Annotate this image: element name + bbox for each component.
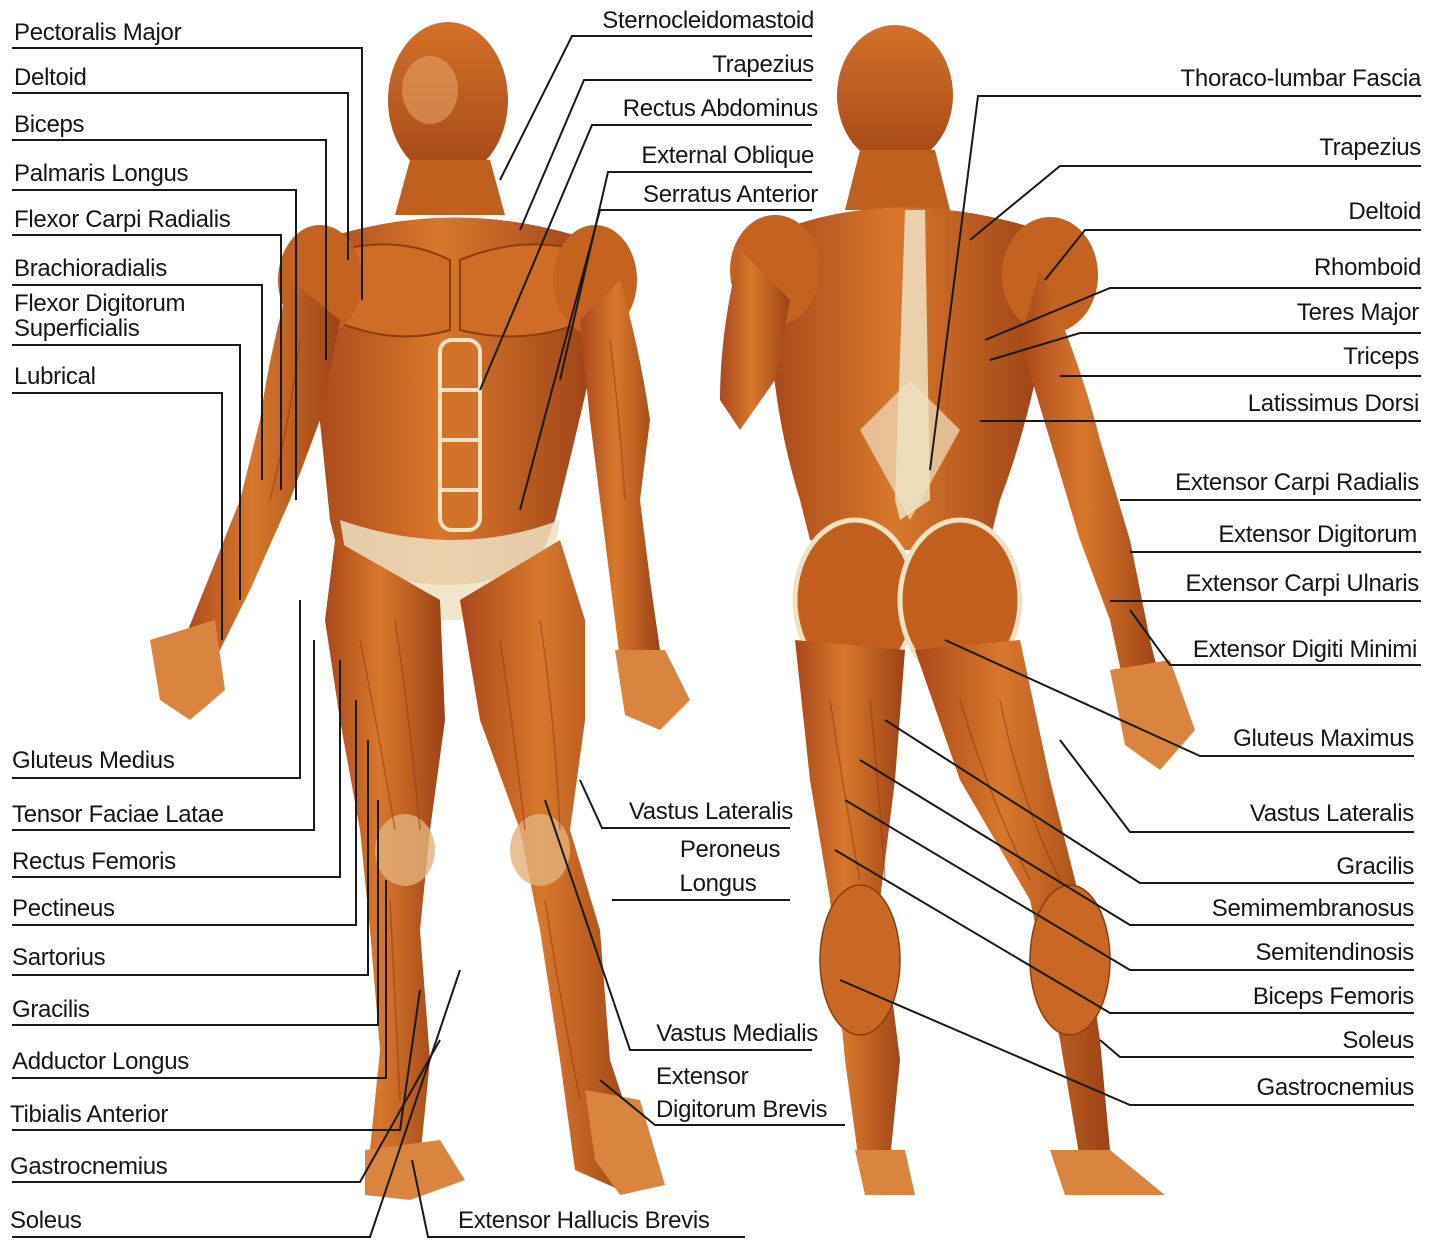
label-gracilis-back: Gracilis: [1336, 854, 1414, 880]
label-thoraco-lumbar-fascia: Thoraco-lumbar Fascia: [1181, 66, 1421, 92]
label-gastrocnemius-back: Gastrocnemius: [1257, 1075, 1415, 1101]
label-extensor-carpi-radialis: Extensor Carpi Radialis: [1175, 470, 1419, 496]
label-superficialis: Superficialis: [14, 316, 140, 342]
label-flexor-carpi-radialis: Flexor Carpi Radialis: [14, 207, 230, 233]
label-external-oblique: External Oblique: [641, 143, 814, 169]
label-rhomboid: Rhomboid: [1314, 255, 1421, 281]
label-deltoid-back: Deltoid: [1348, 199, 1421, 225]
front-figure: [150, 22, 690, 1200]
label-extensor-hallucis-brevis: Extensor Hallucis Brevis: [458, 1208, 710, 1234]
label-flexor-digitorum: Flexor Digitorum: [14, 291, 185, 317]
label-tensor-faciae-latae: Tensor Faciae Latae: [12, 802, 224, 828]
label-brachioradialis: Brachioradialis: [14, 256, 167, 282]
label-pectoralis-major: Pectoralis Major: [14, 20, 181, 46]
label-teres-major: Teres Major: [1297, 300, 1419, 326]
label-peroneus: Peroneus: [650, 837, 810, 863]
label-lubrical: Lubrical: [14, 364, 96, 390]
label-sartorius: Sartorius: [12, 945, 105, 971]
label-gluteus-maximus: Gluteus Maximus: [1233, 726, 1414, 752]
label-semitendinosis: Semitendinosis: [1255, 940, 1414, 966]
label-rectus-abdominus: Rectus Abdominus: [623, 96, 818, 122]
label-adductor-longus: Adductor Longus: [12, 1049, 189, 1075]
label-trapezius-back: Trapezius: [1319, 135, 1421, 161]
label-trapezius-front: Trapezius: [712, 52, 814, 78]
label-latissimus-dorsi: Latissimus Dorsi: [1248, 391, 1419, 417]
label-soleus-front: Soleus: [10, 1208, 82, 1234]
label-extensor: Extensor: [656, 1064, 748, 1090]
label-biceps: Biceps: [14, 112, 84, 138]
label-gluteus-medius: Gluteus Medius: [12, 748, 175, 774]
front-left-arm: [180, 280, 340, 660]
label-triceps: Triceps: [1343, 344, 1419, 370]
label-digitorum-brevis: Digitorum Brevis: [656, 1097, 827, 1123]
label-palmaris-longus: Palmaris Longus: [14, 161, 188, 187]
label-semimembranosus: Semimembranosus: [1212, 896, 1414, 922]
label-sternocleidomastoid: Sternocleidomastoid: [602, 8, 814, 34]
label-gracilis: Gracilis: [12, 997, 90, 1023]
back-head: [837, 25, 953, 165]
front-right-arm: [580, 280, 660, 660]
front-neck: [395, 160, 505, 215]
label-serratus-anterior: Serratus Anterior: [643, 182, 818, 208]
label-pectineus: Pectineus: [12, 896, 115, 922]
label-extensor-digiti-minimi: Extensor Digiti Minimi: [1193, 637, 1417, 663]
front-right-hand: [615, 650, 690, 730]
label-deltoid: Deltoid: [14, 65, 87, 91]
label-tibialis-anterior: Tibialis Anterior: [10, 1102, 168, 1128]
label-extensor-digitorum: Extensor Digitorum: [1218, 522, 1417, 548]
label-vastus-lateralis-back: Vastus Lateralis: [1250, 801, 1414, 827]
label-longus: Longus: [638, 871, 798, 897]
front-left-hand: [150, 620, 225, 720]
label-biceps-femoris: Biceps Femoris: [1253, 984, 1414, 1010]
label-extensor-carpi-ulnaris: Extensor Carpi Ulnaris: [1186, 571, 1419, 597]
label-vastus-lateralis-front: Vastus Lateralis: [629, 799, 793, 825]
label-rectus-femoris: Rectus Femoris: [12, 849, 176, 875]
label-soleus-back: Soleus: [1342, 1028, 1414, 1054]
label-gastrocnemius-front: Gastrocnemius: [10, 1154, 168, 1180]
label-vastus-medialis: Vastus Medialis: [656, 1021, 818, 1047]
